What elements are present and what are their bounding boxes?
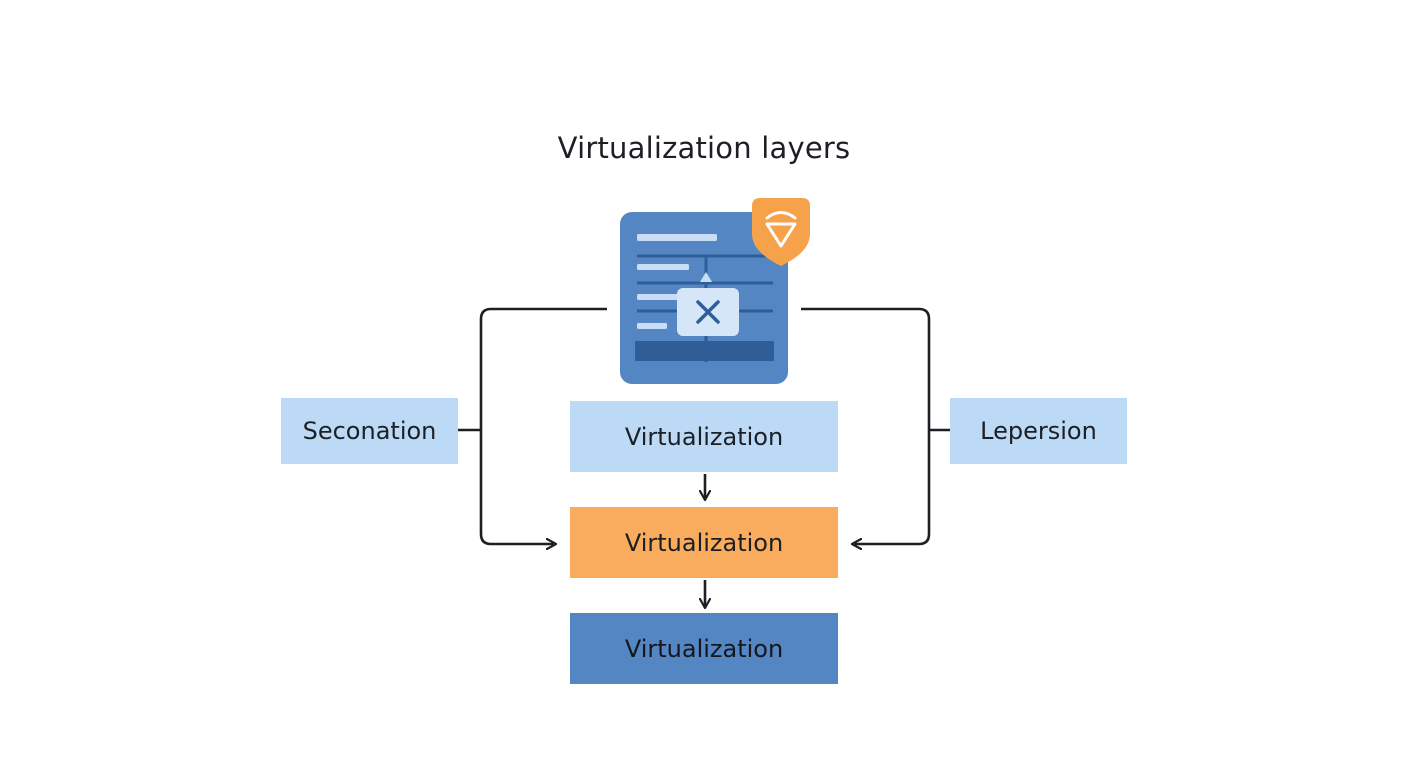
layer-virtualization-top: Virtualization (570, 401, 838, 472)
node-lepersion: Lepersion (950, 398, 1127, 464)
layer-middle-label: Virtualization (624, 528, 784, 557)
node-seconation-label: Seconation (302, 417, 437, 445)
diagram-title: Virtualization layers (557, 131, 851, 165)
node-seconation: Seconation (281, 398, 458, 464)
right-connector (801, 307, 931, 544)
layer-bottom-label: Virtualization (624, 634, 784, 663)
node-lepersion-label: Lepersion (980, 417, 1097, 445)
layer-virtualization-middle: Virtualization (570, 507, 838, 578)
shield-filter-icon (750, 194, 812, 268)
layer-virtualization-bottom: Virtualization (570, 613, 838, 684)
left-connector (479, 307, 607, 544)
layer-top-label: Virtualization (624, 422, 784, 451)
